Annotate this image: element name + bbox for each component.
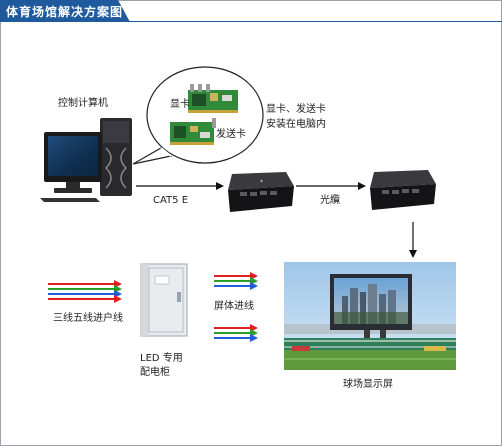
svg-text:◆: ◆ bbox=[260, 178, 264, 183]
fiber-label: 光纜 bbox=[320, 195, 340, 206]
sending-box-1-icon: ◆ bbox=[228, 172, 294, 212]
power-input-wires-icon bbox=[48, 280, 122, 303]
sending-card-icon bbox=[170, 118, 216, 145]
cat5e-arrow bbox=[136, 182, 224, 190]
fiber-arrow bbox=[296, 182, 366, 190]
cat5e-label: CAT5 E bbox=[153, 195, 189, 206]
stadium-screen-label: 球场显示屏 bbox=[343, 379, 393, 390]
cabinet-label-line2: 配电柜 bbox=[140, 367, 170, 378]
sending-card-label: 发送卡 bbox=[216, 129, 246, 140]
display-card-icon bbox=[188, 84, 238, 113]
to-screen-arrow bbox=[409, 222, 417, 258]
header-title: 体育场馆解决方案图 bbox=[6, 5, 124, 19]
power-cabinet-icon bbox=[140, 263, 188, 337]
screen-input-wires-upper-icon bbox=[214, 272, 258, 290]
receiving-box-icon bbox=[370, 170, 436, 210]
stadium-screen-photo bbox=[284, 262, 456, 370]
control-pc-label: 控制计算机 bbox=[58, 98, 108, 109]
screen-input-wires-lower-icon bbox=[214, 324, 258, 342]
install-note-line1: 显卡、发送卡 bbox=[266, 104, 326, 115]
screen-input-label: 屏体进线 bbox=[214, 301, 254, 312]
power-input-label: 三线五线进户线 bbox=[53, 313, 123, 324]
install-note-line2: 安装在电脑内 bbox=[266, 119, 326, 130]
header-bar bbox=[0, 0, 502, 22]
display-card-label: 显卡 bbox=[170, 99, 190, 110]
cabinet-label-line1: LED 专用 bbox=[140, 353, 183, 364]
control-computer-icon bbox=[40, 118, 132, 202]
